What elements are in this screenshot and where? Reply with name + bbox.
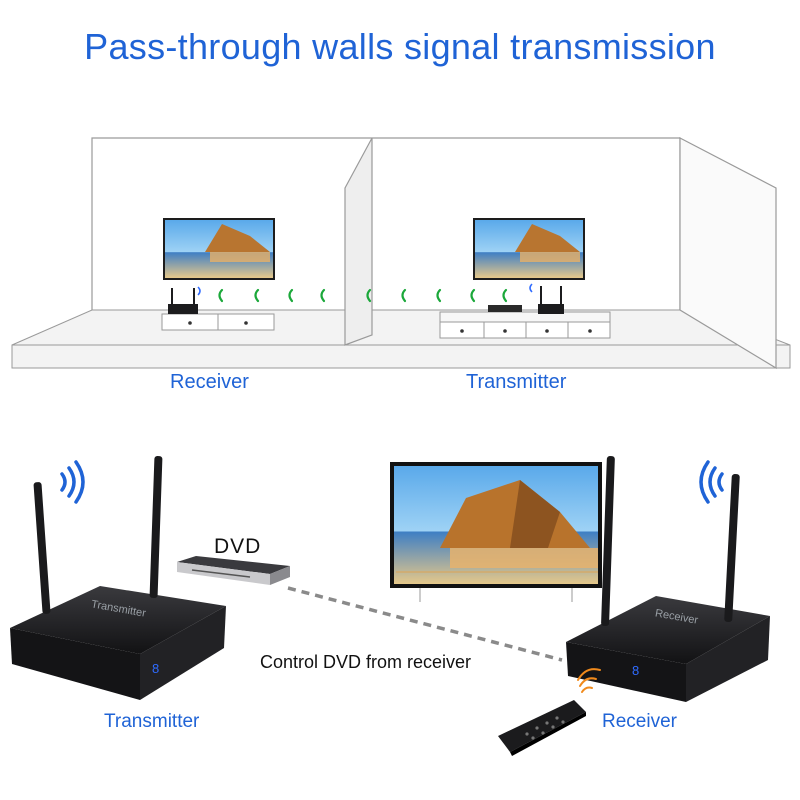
transmitter-device: Transmitter 8	[10, 456, 226, 700]
receiver-label: Receiver	[602, 711, 677, 732]
right-room-label: Transmitter	[466, 371, 567, 393]
wifi-signal-icon	[699, 460, 724, 504]
display-tv	[390, 462, 602, 602]
right-room-stand	[439, 283, 611, 339]
signal-arc	[436, 288, 442, 303]
signal-arc	[470, 288, 476, 303]
left-room-tv	[163, 218, 275, 280]
left-room-stand	[161, 286, 275, 331]
signal-arc	[320, 288, 326, 303]
signal-arc	[288, 288, 294, 303]
receiver-device: Receiver 8	[566, 456, 770, 702]
signal-arc	[218, 288, 224, 303]
ir-signal-icon	[577, 668, 601, 693]
remote-control-icon	[498, 700, 586, 756]
right-room-tv	[473, 218, 585, 280]
page-title: Pass-through walls signal transmission	[84, 26, 716, 67]
signal-arc	[254, 288, 260, 303]
transmitter-led-digit: 8	[152, 661, 159, 676]
signal-arc	[502, 288, 508, 303]
control-caption: Control DVD from receiver	[260, 652, 472, 672]
left-room-label: Receiver	[170, 371, 249, 393]
dvd-label: DVD	[214, 535, 262, 558]
rooms-illustration	[11, 137, 791, 370]
wifi-signal-icon	[60, 460, 85, 504]
signal-arc	[366, 288, 372, 303]
wireless-signal-arcs	[218, 288, 508, 303]
ir-control-path	[287, 586, 563, 662]
receiver-led-digit: 8	[632, 663, 639, 678]
signal-arc	[401, 288, 407, 303]
dvd-player	[177, 556, 290, 585]
transmitter-label: Transmitter	[104, 711, 200, 732]
